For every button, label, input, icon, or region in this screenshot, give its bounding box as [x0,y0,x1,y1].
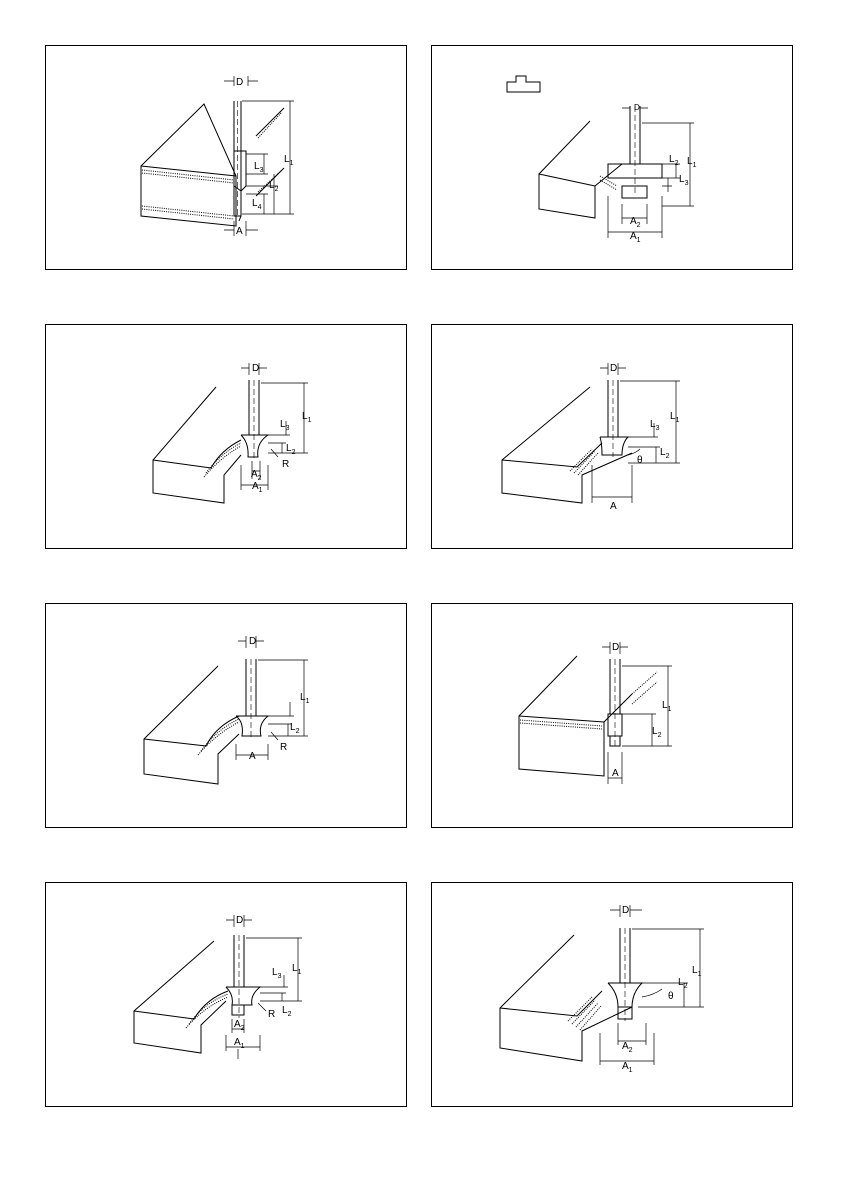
label-D: D [622,905,629,916]
label-L2: L2 [290,722,300,735]
cove-bit-drawing: D L1 L3 L2 R A2 A1 [46,325,406,548]
label-L1: L1 [292,963,302,976]
label-D: D [249,636,256,647]
label-L1: L1 [687,156,697,169]
diagram-t-slot-bit: D L1 L2 L3 A2 A1 [431,45,793,270]
label-L3: L3 [650,419,660,432]
diagram-corner-round-bit: D L1 L2 R A [45,603,407,828]
label-L2: L2 [660,447,670,460]
diagram-flush-trim-bit: D L1 L2 A [431,603,793,828]
label-A1: A1 [252,481,263,494]
label-theta: θ [668,991,674,1002]
label-A2: A2 [234,1019,245,1032]
label-D: D [610,363,617,374]
diagram-cove-bit: D L1 L3 L2 R A2 A1 [45,324,407,549]
label-A: A [610,501,617,512]
label-L1: L1 [300,692,310,705]
label-L2: L2 [282,1005,292,1018]
corner-round-bit-drawing: D L1 L2 R A [46,604,406,827]
label-D: D [252,363,259,374]
corner-round-bearing-bit-drawing: D L1 L3 L2 R A2 A1 [46,883,406,1106]
t-slot-profile-icon [507,76,540,92]
diagram-corner-round-bearing-bit: D L1 L3 L2 R A2 A1 [45,882,407,1107]
label-L2: L2 [678,977,688,990]
label-L1: L1 [302,411,312,424]
label-L2: L2 [286,443,296,456]
label-D: D [236,915,243,926]
label-D: D [236,77,243,88]
chamfer-bit-drawing: D L1 L3 L2 θ A [432,325,792,548]
label-L1: L1 [662,700,672,713]
straight-bit-drawing: D L1 L3 L2 L4 A [46,46,406,269]
label-D: D [612,642,619,653]
label-L3: L3 [280,419,290,432]
label-L1: L1 [670,411,680,424]
diagram-chamfer-bit: D L1 L3 L2 θ A [431,324,793,549]
label-L2: L2 [269,180,279,193]
diagram-chamfer-bearing-bit: D L1 L2 θ A2 A1 [431,882,793,1107]
t-slot-bit-drawing: D L1 L2 L3 A2 A1 [432,46,792,269]
label-R: R [268,1009,275,1020]
label-A2: A2 [622,1041,633,1054]
label-theta: θ [637,455,643,466]
label-A1: A1 [234,1037,245,1050]
chamfer-bearing-bit-drawing: D L1 L2 θ A2 A1 [432,883,792,1106]
label-R: R [280,742,287,753]
label-L3: L3 [254,161,264,174]
label-A: A [236,226,243,237]
label-L1: L1 [284,154,294,167]
label-A1: A1 [630,231,641,244]
diagram-straight-bit: D L1 L3 L2 L4 A [45,45,407,270]
label-L2: L2 [669,154,679,167]
flush-trim-bit-drawing: D L1 L2 A [432,604,792,827]
label-D: D [634,103,640,112]
label-A1: A1 [622,1061,633,1074]
label-L3: L3 [272,967,282,980]
label-R: R [282,459,289,470]
label-A: A [612,768,619,779]
label-A: A [249,751,256,762]
label-L4: L4 [252,198,262,211]
label-L2: L2 [652,726,662,739]
label-L3: L3 [679,174,689,187]
